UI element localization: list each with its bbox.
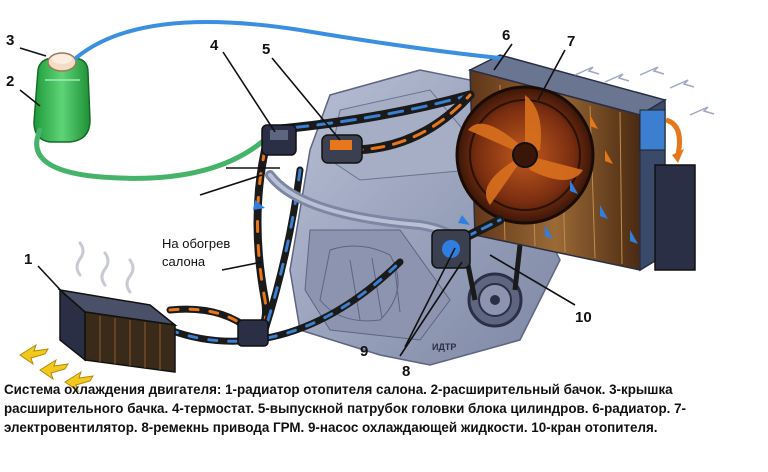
- head-outlet-pipe: [321, 134, 363, 164]
- label-3: 3: [6, 32, 14, 49]
- label-4: 4: [210, 37, 219, 54]
- label-5: 5: [262, 41, 270, 58]
- thermostat: [261, 124, 297, 156]
- heater-radiator: [57, 288, 178, 373]
- coolant-pump: [431, 229, 471, 269]
- electric-fan: [455, 85, 595, 225]
- label-2: 2: [6, 73, 14, 90]
- label-8: 8: [402, 363, 410, 380]
- svg-text:ИДТР: ИДТР: [432, 342, 456, 352]
- heater-supply-label-line1: На обогрев: [162, 236, 230, 251]
- tank-cap: [47, 52, 77, 72]
- coolant-flow-arrows: [253, 115, 684, 244]
- hoses: [34, 19, 505, 345]
- warm-air-arrows: [19, 343, 94, 392]
- figure-caption: Система охлаждения двигателя: 1-радиатор…: [4, 382, 686, 435]
- label-10: 10: [575, 309, 592, 326]
- heat-waves: [75, 241, 135, 294]
- airflow-arrows: [574, 66, 715, 116]
- label-9: 9: [360, 343, 368, 360]
- label-6: 6: [502, 27, 510, 44]
- heater-tap: [237, 319, 269, 347]
- label-1: 1: [24, 251, 32, 268]
- cooling-system-diagram: ИДТР: [6, 19, 715, 392]
- leader-lines: [19, 43, 576, 357]
- heater-supply-label-line2: салона: [162, 254, 206, 269]
- label-7: 7: [567, 33, 575, 50]
